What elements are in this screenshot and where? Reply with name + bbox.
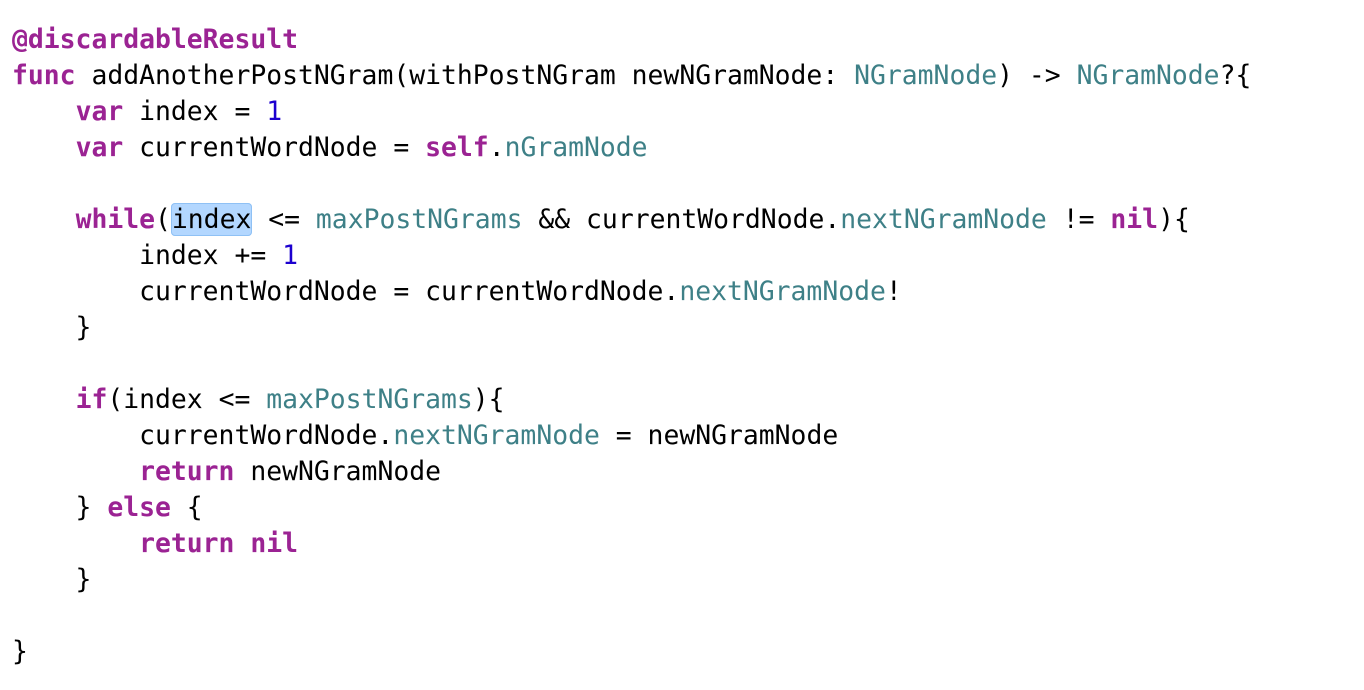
code-token: ?{ bbox=[1219, 60, 1252, 91]
code-line[interactable]: while(index <= maxPostNGrams && currentW… bbox=[12, 202, 1352, 238]
code-line[interactable]: var index = 1 bbox=[12, 94, 1352, 130]
code-token: return bbox=[139, 528, 235, 559]
code-token: { bbox=[170, 492, 203, 523]
code-line[interactable]: var currentWordNode = self.nGramNode bbox=[12, 130, 1352, 166]
code-token: nextNGramNode bbox=[393, 420, 600, 451]
code-line[interactable] bbox=[12, 598, 1352, 634]
code-line[interactable]: func addAnotherPostNGram(withPostNGram n… bbox=[12, 58, 1352, 94]
code-token bbox=[12, 204, 76, 235]
code-line[interactable]: return nil bbox=[12, 526, 1352, 562]
code-token: (index <= bbox=[107, 384, 267, 415]
code-token: maxPostNGrams bbox=[315, 204, 523, 235]
code-token: ){ bbox=[1158, 204, 1190, 235]
highlighted-token: index bbox=[170, 203, 253, 236]
code-token: nGramNode bbox=[504, 132, 648, 163]
code-token: currentWordNode = currentWordNode. bbox=[12, 276, 680, 307]
code-token bbox=[234, 528, 250, 559]
code-token: index += bbox=[12, 240, 283, 271]
code-token: self bbox=[425, 132, 489, 163]
code-token bbox=[12, 528, 139, 559]
code-token: ( bbox=[155, 204, 171, 235]
code-token: var bbox=[75, 96, 124, 127]
code-token: currentWordNode. bbox=[12, 420, 394, 451]
code-token: while bbox=[75, 204, 156, 235]
code-line[interactable]: if(index <= maxPostNGrams){ bbox=[12, 382, 1352, 418]
code-token: nextNGramNode bbox=[840, 204, 1047, 235]
code-token: return bbox=[139, 456, 235, 487]
code-token: nextNGramNode bbox=[679, 276, 886, 307]
code-token: var bbox=[75, 132, 124, 163]
code-token: currentWordNode = bbox=[123, 132, 426, 163]
code-token: } bbox=[12, 564, 92, 595]
code-token: index = bbox=[123, 96, 267, 127]
code-token: && currentWordNode. bbox=[522, 204, 841, 235]
code-line[interactable] bbox=[12, 166, 1352, 202]
code-token: addAnotherPostNGram(withPostNGram newNGr… bbox=[75, 60, 855, 91]
code-token: 1 bbox=[266, 96, 283, 127]
code-line[interactable]: return newNGramNode bbox=[12, 454, 1352, 490]
code-token: . bbox=[488, 132, 505, 163]
code-token: NGramNode bbox=[1076, 60, 1220, 91]
code-token: nil bbox=[250, 528, 299, 559]
code-token: else bbox=[107, 492, 171, 523]
code-token: ! bbox=[885, 276, 902, 307]
code-token bbox=[12, 456, 139, 487]
code-token: } bbox=[12, 636, 28, 667]
code-token: if bbox=[75, 384, 108, 415]
code-line[interactable]: @discardableResult bbox=[12, 22, 1352, 58]
code-token: } bbox=[12, 312, 92, 343]
code-token bbox=[12, 132, 76, 163]
code-token bbox=[12, 384, 76, 415]
code-line[interactable]: } bbox=[12, 562, 1352, 598]
code-token: @discardableResult bbox=[12, 24, 298, 55]
code-line[interactable]: } bbox=[12, 310, 1352, 346]
code-line[interactable] bbox=[12, 346, 1352, 382]
code-token: != bbox=[1046, 204, 1111, 235]
code-token: newNGramNode bbox=[234, 456, 442, 487]
code-token: 1 bbox=[282, 240, 298, 271]
code-line[interactable]: currentWordNode = currentWordNode.nextNG… bbox=[12, 274, 1352, 310]
code-token: nil bbox=[1110, 204, 1159, 235]
code-line[interactable]: } else { bbox=[12, 490, 1352, 526]
code-token: func bbox=[12, 60, 76, 91]
code-token bbox=[12, 96, 76, 127]
code-token: <= bbox=[252, 204, 316, 235]
code-token: = newNGramNode bbox=[599, 420, 839, 451]
code-token: maxPostNGrams bbox=[266, 384, 473, 415]
code-token: NGramNode bbox=[854, 60, 998, 91]
code-line[interactable]: currentWordNode.nextNGramNode = newNGram… bbox=[12, 418, 1352, 454]
code-line[interactable]: index += 1 bbox=[12, 238, 1352, 274]
code-line[interactable]: } bbox=[12, 634, 1352, 670]
code-token: } bbox=[12, 492, 108, 523]
code-token: ) -> bbox=[997, 60, 1077, 91]
code-token: ){ bbox=[472, 384, 505, 415]
